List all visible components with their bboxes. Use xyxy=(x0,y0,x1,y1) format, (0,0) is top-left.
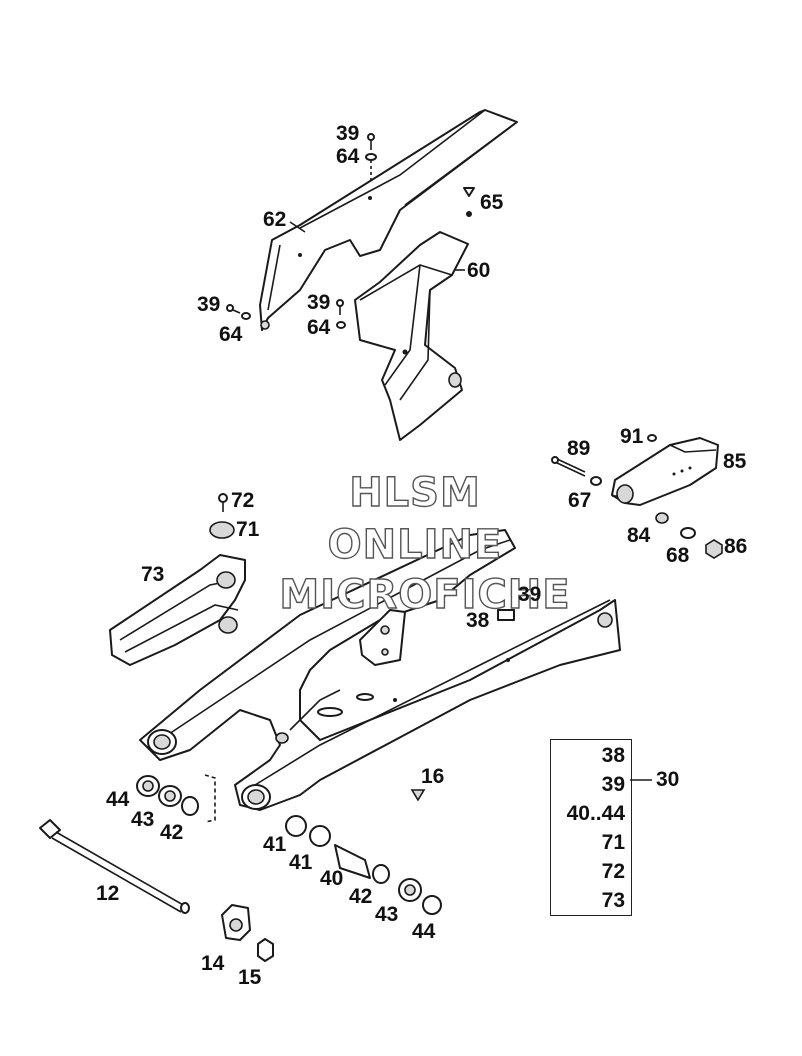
bolt-38-39 xyxy=(497,593,521,621)
callout-14: 14 xyxy=(201,952,225,975)
kit-item: 73 xyxy=(601,889,625,912)
callout-39: 39 xyxy=(197,293,221,316)
watermark-line3: MICROFICHE xyxy=(279,571,571,618)
callout-67: 67 xyxy=(568,489,592,512)
kit-item: 71 xyxy=(601,831,625,854)
callout-43: 43 xyxy=(375,903,399,926)
callout-64: 64 xyxy=(336,145,360,168)
axle-plate-nut xyxy=(221,904,274,962)
callout-41: 41 xyxy=(263,833,287,856)
callout-41: 41 xyxy=(289,851,313,874)
callout-44: 44 xyxy=(106,788,130,811)
callout-65: 65 xyxy=(480,191,504,214)
callout-85: 85 xyxy=(723,450,747,473)
callout-44: 44 xyxy=(412,920,436,943)
kit-item: 39 xyxy=(601,773,625,796)
bushings-left xyxy=(136,774,426,823)
chain-guard-lower xyxy=(354,231,469,441)
callout-16: 16 xyxy=(421,765,445,788)
callout-91: 91 xyxy=(620,425,644,448)
callout-86: 86 xyxy=(724,535,748,558)
kit-item: 72 xyxy=(601,860,625,883)
callout-62: 62 xyxy=(263,208,287,231)
swingarm-axle xyxy=(39,819,190,914)
callout-68: 68 xyxy=(666,544,690,567)
watermark-line1: HLSM xyxy=(349,469,481,516)
bushings-right xyxy=(285,815,442,915)
chain-guard-upper xyxy=(259,109,518,331)
small-bolts-top xyxy=(226,133,475,329)
chain-slider-guide xyxy=(551,434,723,559)
callout-42: 42 xyxy=(349,885,373,908)
callout-89: 89 xyxy=(567,437,591,460)
callout-60: 60 xyxy=(467,259,491,282)
callout-40: 40 xyxy=(320,867,344,890)
callout-42: 42 xyxy=(160,821,184,844)
leader-lines xyxy=(289,221,618,497)
callout-39: 39 xyxy=(518,583,542,606)
callout-15: 15 xyxy=(238,966,262,989)
callout-39: 39 xyxy=(336,122,360,145)
kit-item: 38 xyxy=(601,744,625,767)
callout-12: 12 xyxy=(96,882,120,905)
callout-71: 71 xyxy=(236,518,260,541)
callout-84: 84 xyxy=(627,524,651,547)
kit-item: 40..44 xyxy=(566,802,625,825)
chain-slider-front xyxy=(109,493,246,666)
watermark-line2: ONLINE xyxy=(327,521,503,568)
swingarm xyxy=(139,529,621,811)
callout-38: 38 xyxy=(466,609,490,632)
callout-73: 73 xyxy=(141,563,165,586)
callout-64: 64 xyxy=(307,316,331,339)
callout-43: 43 xyxy=(131,808,155,831)
callout-30: 30 xyxy=(656,768,680,791)
callout-64: 64 xyxy=(219,323,243,346)
callout-39: 39 xyxy=(307,291,331,314)
kit-contents-box: 38 39 40..44 71 72 73 xyxy=(550,739,632,916)
callout-72: 72 xyxy=(231,489,255,512)
